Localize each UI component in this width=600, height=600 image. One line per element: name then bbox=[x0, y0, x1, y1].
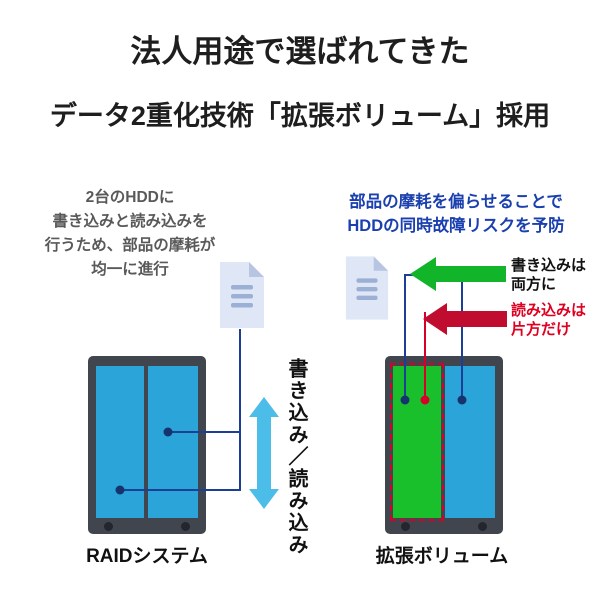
document-icon bbox=[345, 256, 389, 320]
page-title: 法人用途で選ばれてきた bbox=[130, 34, 470, 69]
chassis-screw-icon bbox=[478, 522, 487, 531]
raid-description: 2台のHDDに 書き込みと読み込みを 行うため、部品の摩耗が 均一に進行 bbox=[44, 189, 216, 278]
read-arrow-label: 読み込みは 片方だけ bbox=[511, 302, 587, 338]
raid-hdd-1 bbox=[96, 366, 144, 518]
extended-volume-caption: 拡張ボリューム bbox=[375, 546, 509, 567]
chassis-screw-icon bbox=[104, 522, 113, 531]
chassis-screw-icon bbox=[181, 522, 190, 531]
chassis-screw-icon bbox=[401, 522, 410, 531]
read-write-double-arrow-icon bbox=[249, 397, 279, 509]
read-write-label: 書き込み／読み込み bbox=[285, 358, 307, 556]
write-arrow-label: 書き込みは 両方に bbox=[511, 257, 587, 293]
active-hdd bbox=[393, 366, 441, 518]
raid-caption: RAIDシステム bbox=[86, 546, 208, 567]
read-arrow-icon bbox=[423, 303, 507, 335]
page-subtitle: データ2重化技術「拡張ボリューム」採用 bbox=[49, 101, 551, 131]
raid-nas-enclosure bbox=[88, 356, 206, 534]
extended-volume-nas-enclosure bbox=[385, 356, 503, 534]
active-drive-highlight bbox=[390, 363, 444, 521]
write-arrow-icon bbox=[410, 257, 506, 291]
standby-hdd bbox=[445, 366, 495, 518]
extended-volume-description: 部品の摩耗を偏らせることで HDDの同時故障リスクを予防 bbox=[347, 193, 565, 235]
raid-hdd-2 bbox=[148, 366, 198, 518]
